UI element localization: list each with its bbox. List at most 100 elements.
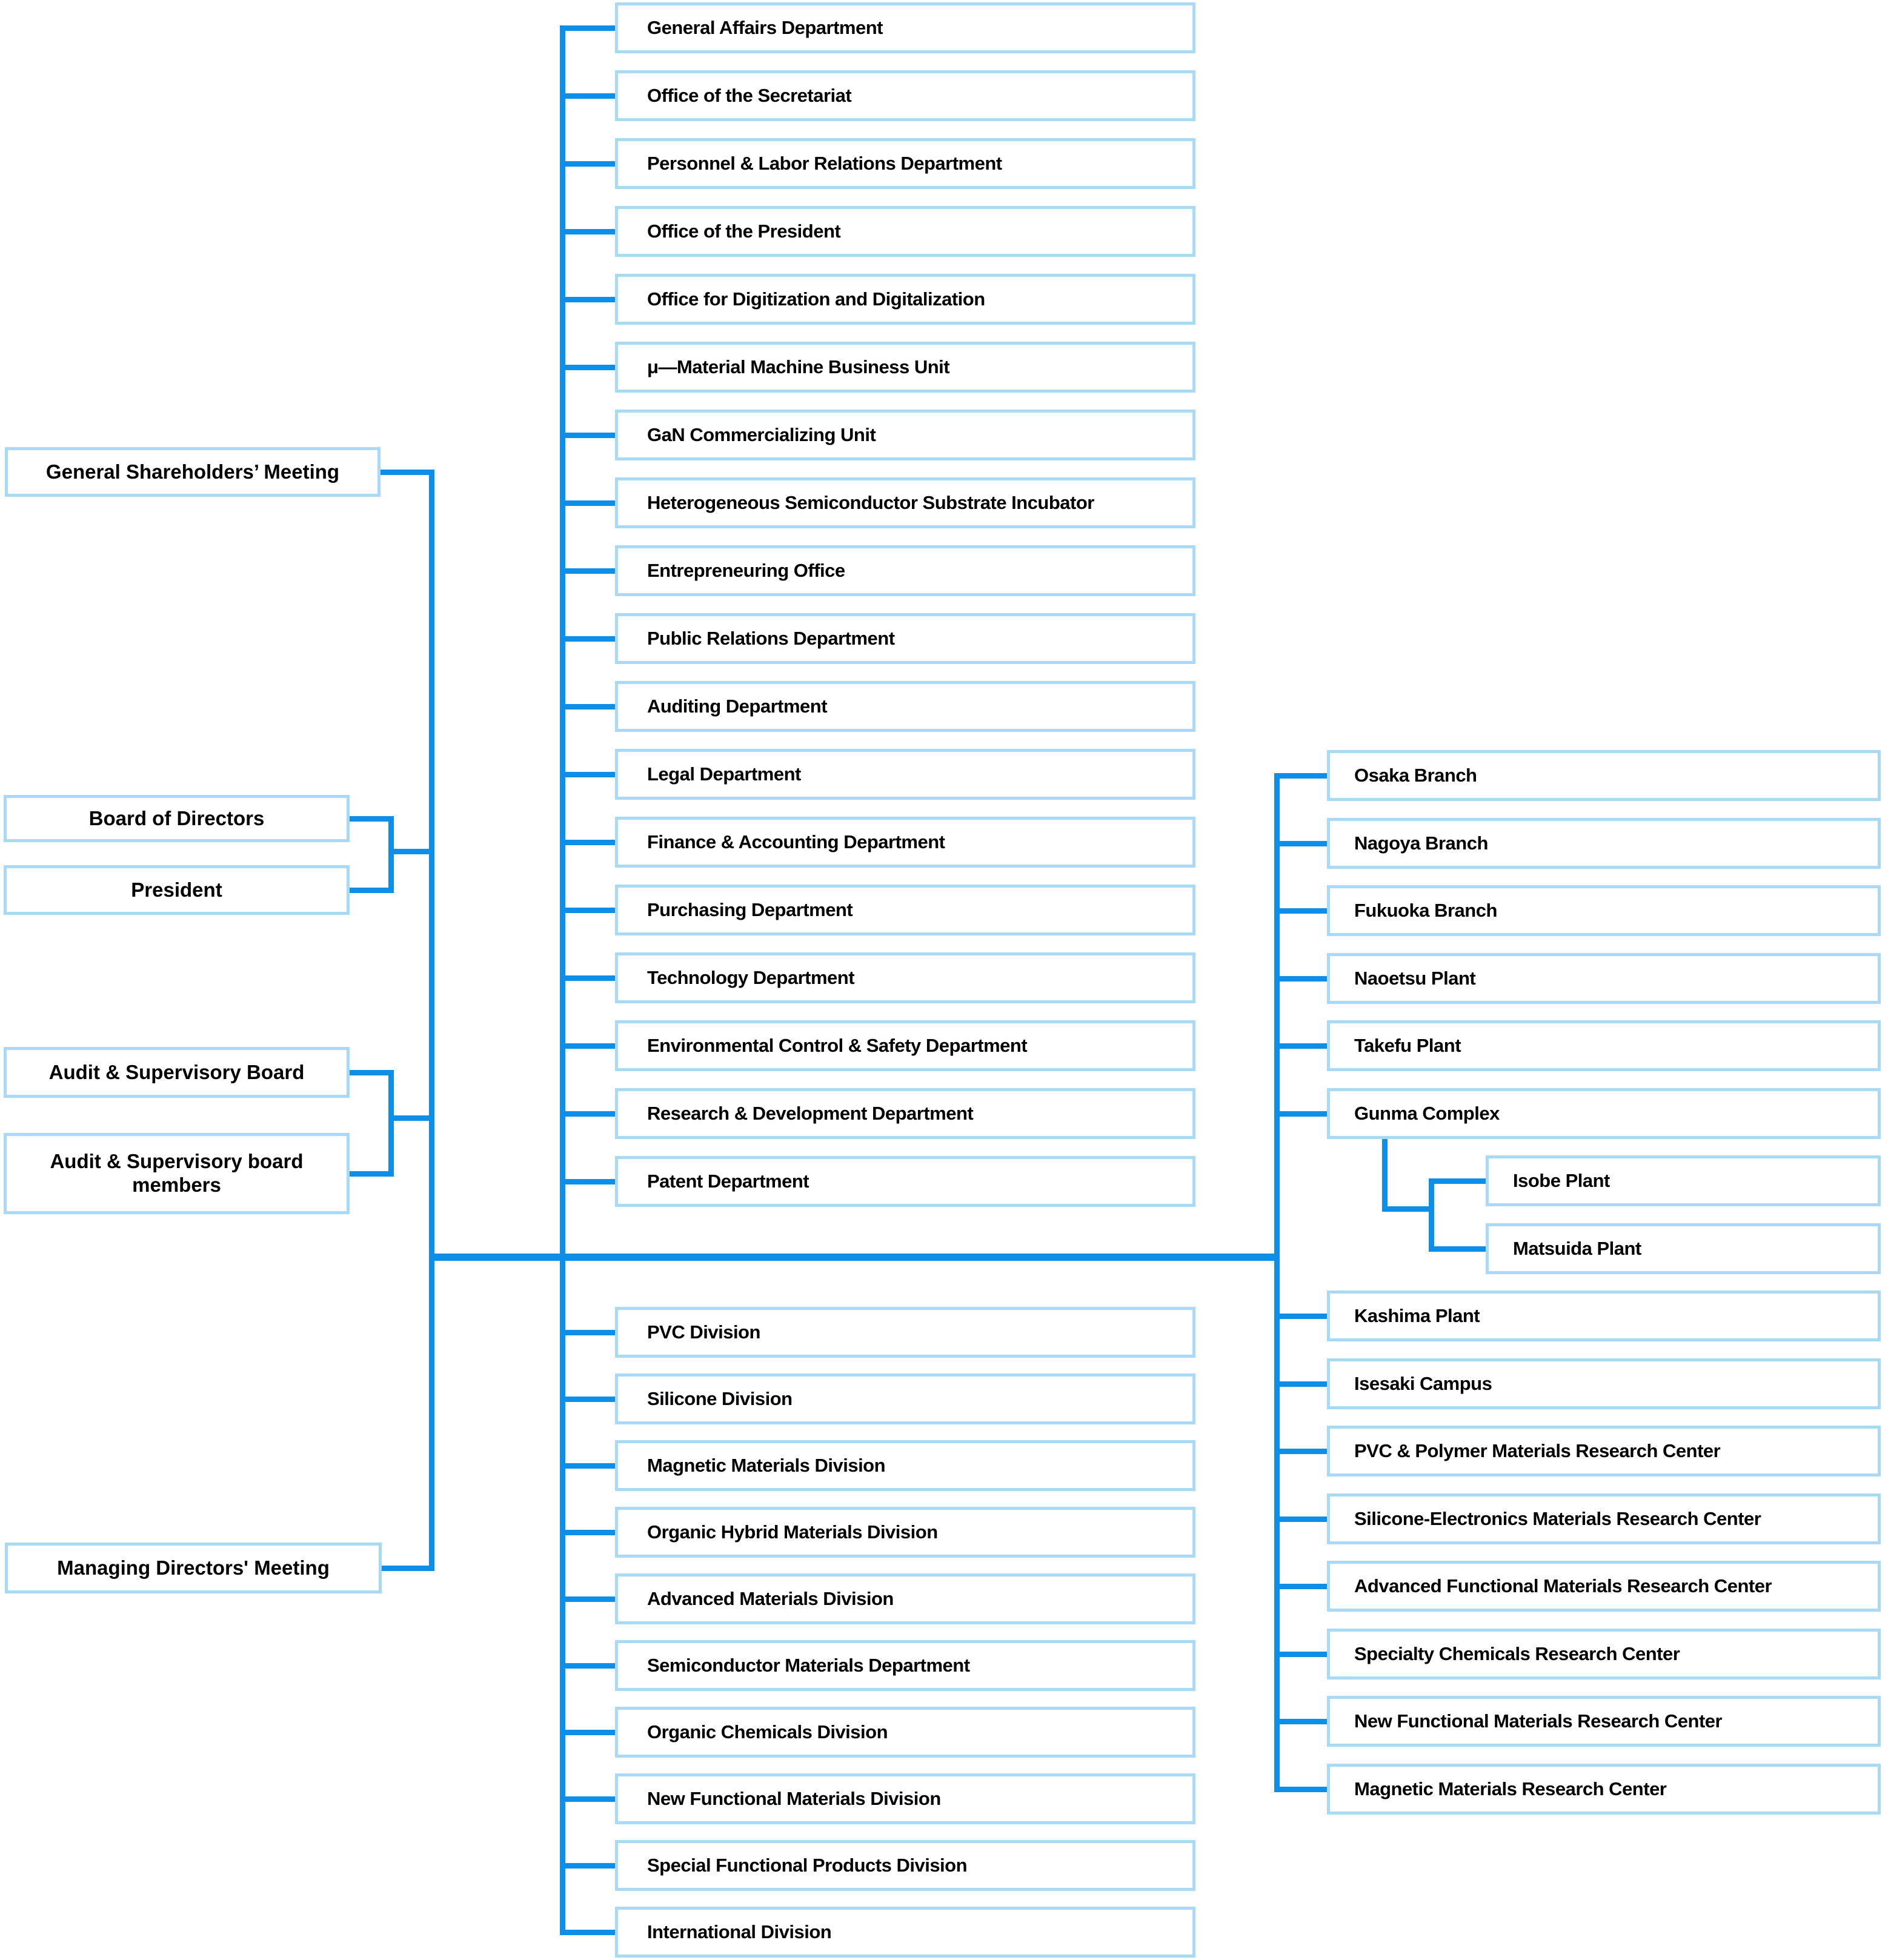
- box-advanced-materials-division: Advanced Materials Division: [615, 1573, 1195, 1624]
- box-office-for-digitization-and-digitalization: Office for Digitization and Digitalizati…: [615, 274, 1195, 325]
- box-label: Environmental Control & Safety Departmen…: [647, 1035, 1028, 1056]
- bracket-audit: [388, 1070, 394, 1177]
- stub-site-fukuoka-branch: [1274, 908, 1327, 914]
- box-office-of-the-president: Office of the President: [615, 206, 1195, 257]
- stub-staff-14: [560, 975, 615, 981]
- box-entrepreneuring-office: Entrepreneuring Office: [615, 545, 1195, 596]
- stub-staff-13: [560, 908, 615, 913]
- box-magnetic-materials-division: Magnetic Materials Division: [615, 1440, 1195, 1491]
- box-fukuoka-branch: Fukuoka Branch: [1327, 885, 1881, 936]
- drop-gunma: [1382, 1139, 1388, 1212]
- box-label: Advanced Materials Division: [647, 1588, 894, 1609]
- box-label: μ—Material Machine Business Unit: [647, 356, 950, 377]
- box-technology-department: Technology Department: [615, 952, 1195, 1003]
- box-special-functional-products-division: Special Functional Products Division: [615, 1840, 1195, 1891]
- box-pvc-division: PVC Division: [615, 1307, 1195, 1358]
- box-label: Board of Directors: [88, 806, 265, 829]
- stub-division-5: [560, 1663, 615, 1669]
- box-label: General Shareholders’ Meeting: [45, 460, 340, 483]
- stub-site-takefu-plant: [1274, 1043, 1327, 1049]
- stub-division-6: [560, 1730, 615, 1735]
- box-label: General Affairs Department: [647, 17, 883, 38]
- box-general-shareholders-meeting: General Shareholders’ Meeting: [5, 447, 381, 497]
- box-patent-department: Patent Department: [615, 1156, 1195, 1207]
- stub-staff-17: [560, 1179, 615, 1184]
- box-label: PVC & Polymer Materials Research Center: [1354, 1440, 1721, 1461]
- box-magnetic-materials-research-center: Magnetic Materials Research Center: [1327, 1764, 1881, 1815]
- box-legal-department: Legal Department: [615, 749, 1195, 800]
- box-label: Semiconductor Materials Department: [647, 1655, 970, 1676]
- box-label: Special Functional Products Division: [647, 1855, 968, 1876]
- box-label: New Functional Materials Division: [647, 1788, 941, 1809]
- box-label: Legal Department: [647, 763, 801, 785]
- box-auditing-department: Auditing Department: [615, 681, 1195, 732]
- spine-middle: [560, 25, 565, 1935]
- box-label: Gunma Complex: [1354, 1103, 1500, 1124]
- box-pvc-polymer-materials-research-center: PVC & Polymer Materials Research Center: [1327, 1426, 1881, 1477]
- stub-staff-15: [560, 1043, 615, 1049]
- stub-staff-4: [560, 297, 615, 302]
- box-personnel-labor-relations-department: Personnel & Labor Relations Department: [615, 138, 1195, 189]
- box-label: Office of the Secretariat: [647, 85, 852, 106]
- box-label: Organic Hybrid Materials Division: [647, 1521, 938, 1543]
- box-label: Organic Chemicals Division: [647, 1721, 888, 1742]
- connector-audit-board: [350, 1070, 394, 1075]
- box-matsuida-plant: Matsuida Plant: [1486, 1223, 1881, 1274]
- box-new-functional-materials-research-center: New Functional Materials Research Center: [1327, 1696, 1881, 1747]
- box-label: Office of the President: [647, 221, 841, 242]
- box-label: Technology Department: [647, 967, 855, 988]
- box-environmental-control-safety-department: Environmental Control & Safety Departmen…: [615, 1020, 1195, 1071]
- stub-site-specialty-chemicals-research-center: [1274, 1652, 1327, 1657]
- box-public-relations-department: Public Relations Department: [615, 613, 1195, 664]
- box-audit-supervisory-board-members: Audit & Supervisory board members: [4, 1133, 350, 1214]
- connector-audit-bracket-to-trunk: [388, 1115, 434, 1121]
- box-specialty-chemicals-research-center: Specialty Chemicals Research Center: [1327, 1629, 1881, 1679]
- box-president: President: [4, 865, 350, 915]
- box-label: International Division: [647, 1921, 832, 1942]
- trunk-line: [429, 470, 434, 1571]
- stub-division-2: [560, 1463, 615, 1469]
- bracket-board-president: [388, 816, 394, 893]
- stub-staff-12: [560, 840, 615, 845]
- box-advanced-functional-materials-research-center: Advanced Functional Materials Research C…: [1327, 1561, 1881, 1612]
- stub-site-naoetsu-plant: [1274, 976, 1327, 982]
- box-label: Matsuida Plant: [1513, 1238, 1641, 1259]
- stub-staff-1: [560, 93, 615, 99]
- box-label: Silicone Division: [647, 1388, 793, 1409]
- stub-staff-2: [560, 161, 615, 167]
- box-audit-supervisory-board: Audit & Supervisory Board: [4, 1047, 350, 1098]
- box-label: Magnetic Materials Research Center: [1354, 1778, 1667, 1799]
- box-gunma-complex: Gunma Complex: [1327, 1088, 1881, 1139]
- box-isesaki-campus: Isesaki Campus: [1327, 1358, 1881, 1409]
- branch-main-horizontal: [429, 1254, 1280, 1261]
- box-label: Entrepreneuring Office: [647, 560, 845, 581]
- box-label: Office for Digitization and Digitalizati…: [647, 288, 985, 310]
- box-silicone-division: Silicone Division: [615, 1374, 1195, 1424]
- connector-board-of-directors: [350, 816, 394, 822]
- stub-staff-8: [560, 568, 615, 574]
- box-label: Purchasing Department: [647, 899, 853, 920]
- box-label: Public Relations Department: [647, 628, 895, 649]
- stub-staff-16: [560, 1111, 615, 1117]
- box-general-affairs-department: General Affairs Department: [615, 2, 1195, 53]
- box-label: Auditing Department: [647, 696, 828, 717]
- box-naoetsu-plant: Naoetsu Plant: [1327, 953, 1881, 1004]
- box-international-division: International Division: [615, 1907, 1195, 1958]
- box-semiconductor-materials-department: Semiconductor Materials Department: [615, 1640, 1195, 1691]
- stub-site-nagoya-branch: [1274, 841, 1327, 846]
- stub-staff-10: [560, 704, 615, 709]
- box-purchasing-department: Purchasing Department: [615, 885, 1195, 935]
- connector-president: [350, 888, 394, 893]
- connector-audit-members: [350, 1171, 394, 1177]
- stub-site-new-functional-materials-research-center: [1274, 1719, 1327, 1724]
- box-gan-commercializing-unit: GaN Commercializing Unit: [615, 410, 1195, 460]
- box-office-of-the-secretariat: Office of the Secretariat: [615, 70, 1195, 121]
- box-label: Fukuoka Branch: [1354, 900, 1497, 921]
- box-organic-chemicals-division: Organic Chemicals Division: [615, 1707, 1195, 1758]
- stub-staff-11: [560, 772, 615, 777]
- stub-staff-9: [560, 636, 615, 642]
- box-heterogeneous-semiconductor-substrate-incubator: Heterogeneous Semiconductor Substrate In…: [615, 477, 1195, 528]
- spine-right: [1274, 773, 1280, 1792]
- box-label: Magnetic Materials Division: [647, 1455, 886, 1476]
- stub-division-4: [560, 1596, 615, 1602]
